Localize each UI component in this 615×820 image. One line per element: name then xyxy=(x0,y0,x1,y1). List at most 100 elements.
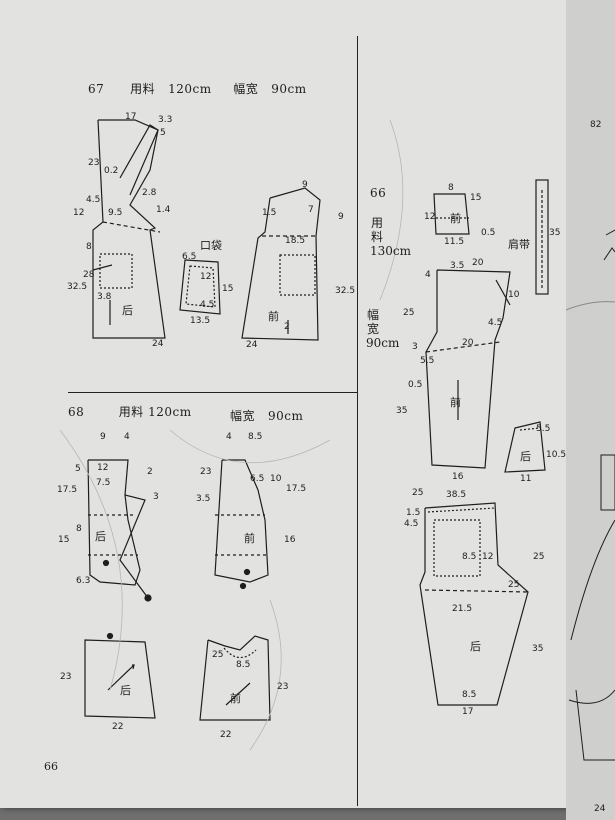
pattern-66-strap xyxy=(535,179,549,295)
m68-17: 17.5 xyxy=(286,484,307,494)
m66-19: 10.5 xyxy=(546,450,567,460)
next-page-drafts xyxy=(566,229,615,761)
m67-18: 15 xyxy=(222,284,234,294)
show-through-lines xyxy=(59,119,404,751)
section-66-width: 幅宽 90cm xyxy=(366,308,400,350)
m68-10: 8 xyxy=(76,524,82,534)
m66-15: 0.5 xyxy=(408,380,423,390)
m66-6: 4 xyxy=(425,270,431,280)
back-label-67: 后 xyxy=(122,304,133,317)
m68-23: 8.5 xyxy=(236,660,251,670)
next-page-number-bottom: 24 xyxy=(594,804,606,814)
column-divider xyxy=(357,36,358,806)
m67-1: 3.3 xyxy=(158,115,173,125)
m66-28: 21.5 xyxy=(452,604,473,614)
pocket-label: 口袋 xyxy=(200,239,222,252)
m67-16: 6.5 xyxy=(182,252,197,262)
m68-1: 4 xyxy=(124,432,130,442)
section-divider xyxy=(68,392,357,393)
m66-4: 0.5 xyxy=(481,228,496,238)
m66-31: 17 xyxy=(462,707,474,717)
m66-16: 35 xyxy=(396,406,408,416)
pattern-66-back-trouser xyxy=(419,502,529,706)
m66-27: 25 xyxy=(533,552,545,562)
m67-7: 9.5 xyxy=(108,208,123,218)
m68-5: 12 xyxy=(97,463,109,473)
m67-4: 0.2 xyxy=(104,166,119,176)
m67-8: 2.8 xyxy=(142,188,157,198)
m66-24: 4.5 xyxy=(404,519,419,529)
pattern-67-pocket xyxy=(179,259,221,315)
m66-8: 20 xyxy=(472,258,484,268)
pattern-68-front-skirt xyxy=(199,635,271,721)
m68-4: 5 xyxy=(75,464,81,474)
m66-0: 8 xyxy=(448,183,454,193)
pocket-back-label: 后 xyxy=(520,450,531,463)
m66-5: 35 xyxy=(549,228,561,238)
m67-26: 2 xyxy=(284,322,290,332)
pattern-68-front-bodice xyxy=(214,459,269,590)
m68-3: 8.5 xyxy=(248,432,263,442)
pattern-67-front xyxy=(241,187,321,341)
m66-14: 20 xyxy=(462,338,474,348)
m68-20: 22 xyxy=(112,722,124,732)
m66-21: 25 xyxy=(412,488,424,498)
m66-7: 3.5 xyxy=(450,261,465,271)
m67-25: 32.5 xyxy=(335,286,356,296)
section-68-width: 幅宽 90cm xyxy=(230,409,304,423)
m68-11: 2 xyxy=(147,467,153,477)
m68-2: 4 xyxy=(226,432,232,442)
m67-23: 1.5 xyxy=(262,208,277,218)
m68-19: 23 xyxy=(60,672,72,682)
m67-20: 4.5 xyxy=(200,300,215,310)
bib-front-label: 前 xyxy=(450,212,461,225)
m67-13: 32.5 xyxy=(67,282,88,292)
m68-14: 3.5 xyxy=(196,494,211,504)
m68-7: 17.5 xyxy=(57,485,78,495)
m66-30: 8.5 xyxy=(462,690,477,700)
trouser-front-label: 前 xyxy=(450,396,461,409)
section-66-number: 66 xyxy=(370,186,387,200)
m67-22: 7 xyxy=(308,205,314,215)
m68-22: 25 xyxy=(212,650,224,660)
m68-16: 10 xyxy=(270,474,282,484)
strap-label: 肩带 xyxy=(508,238,530,251)
m68-9: 6.3 xyxy=(76,576,91,586)
m66-13: 5.5 xyxy=(420,356,435,366)
m66-3: 11.5 xyxy=(444,237,465,247)
m67-12: 28 xyxy=(83,270,95,280)
m68-0: 9 xyxy=(100,432,106,442)
m66-17: 16 xyxy=(452,472,464,482)
m67-11: 8 xyxy=(86,242,92,252)
front-label-68: 前 xyxy=(244,532,255,545)
back-skirt-label-68: 后 xyxy=(120,684,131,697)
m67-27: 24 xyxy=(246,340,258,350)
m66-27b: 25 xyxy=(508,580,520,590)
m66-1: 15 xyxy=(470,193,482,203)
front-skirt-label-68: 前 xyxy=(230,692,241,705)
m67-15: 24 xyxy=(152,339,164,349)
m68-13: 23 xyxy=(200,467,212,477)
m67-24: 18.5 xyxy=(285,236,306,246)
m67-21b: 9 xyxy=(338,212,344,222)
front-label-67: 前 xyxy=(268,310,279,323)
book-page-left: 67 用料 120cm 幅宽 90cm 17 3.3 5 23 0.2 4.5 … xyxy=(0,0,568,808)
m68-8: 15 xyxy=(58,535,70,545)
m67-3: 23 xyxy=(88,158,100,168)
m66-18: 5.5 xyxy=(536,424,551,434)
m66-23: 1.5 xyxy=(406,508,421,518)
section-67-title: 67 用料 120cm 幅宽 90cm xyxy=(88,82,307,96)
m68-18: 16 xyxy=(284,535,296,545)
m67-6: 4.5 xyxy=(86,195,101,205)
m66-26: 12 xyxy=(482,552,494,562)
m66-9: 25 xyxy=(403,308,415,318)
pattern-68-back-skirt xyxy=(84,632,156,719)
m66-2: 12 xyxy=(424,212,436,222)
next-page-number-top: 82 xyxy=(590,120,602,130)
m67-10: 1.4 xyxy=(156,205,171,215)
m67-19: 13.5 xyxy=(190,316,211,326)
pattern-66-bib xyxy=(433,193,470,235)
m68-12: 3 xyxy=(153,492,159,502)
page-number: 66 xyxy=(44,760,58,773)
m68-6: 7.5 xyxy=(96,478,111,488)
